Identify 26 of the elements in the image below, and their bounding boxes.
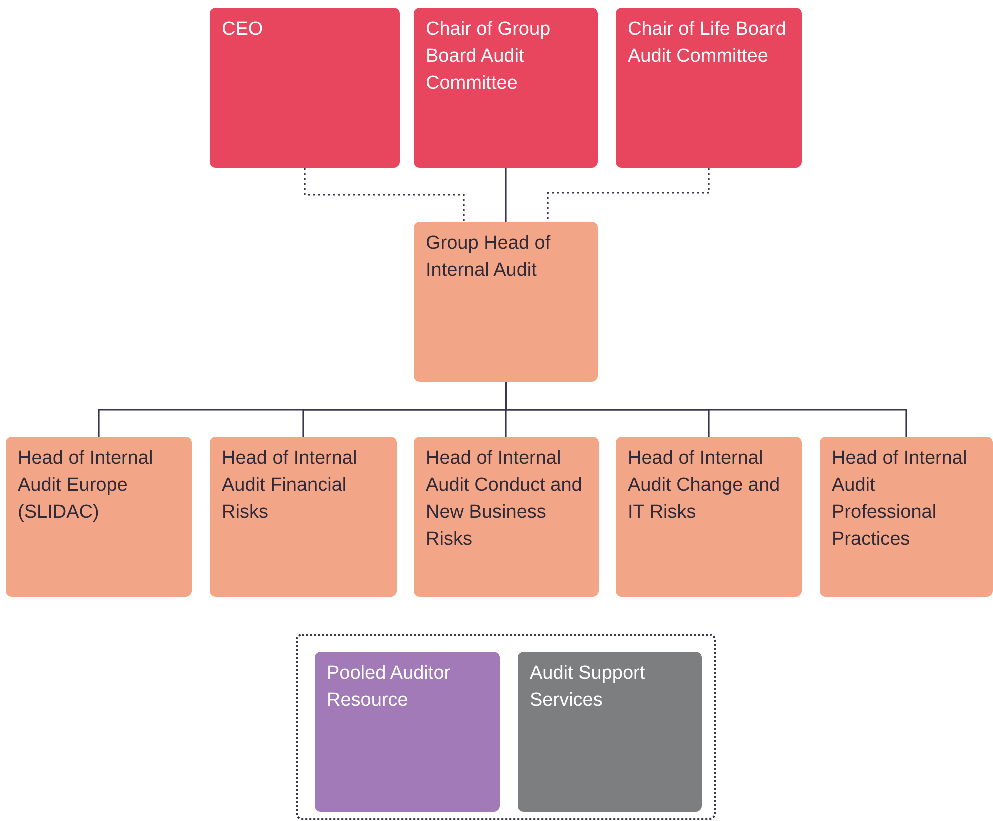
org-box (518, 652, 702, 812)
org-box (414, 222, 598, 382)
box-title: Pooled Auditor Resource (327, 662, 452, 713)
org-box (820, 437, 993, 597)
dotted-group-frame (296, 634, 716, 820)
org-box (210, 437, 397, 597)
box-title: Chair of Group Board Audit Committee (426, 18, 552, 96)
box-title: Group Head of Internal Audit (426, 232, 552, 283)
org-box (210, 8, 400, 168)
box-title: Head of Internal Audit Financial Risks (222, 447, 358, 525)
dotted-connector (304, 168, 465, 222)
box-title: Head of Internal Audit Professional Practices (832, 447, 968, 552)
org-box (616, 8, 802, 168)
org-box (6, 437, 192, 597)
box-title: Head of Internal Audit Change and IT Risks (628, 447, 782, 525)
box-title: Chair of Life Board Audit Committee (628, 18, 788, 69)
box-title: Head of Internal Audit Conduct and New Business Risks (426, 447, 584, 552)
org-box (315, 652, 500, 812)
org-box (414, 437, 599, 597)
box-title: Head of Internal Audit Europe (SLIDAC) (18, 447, 154, 525)
dotted-connector (547, 168, 710, 222)
box-title: Audit Support Services (530, 662, 646, 713)
org-box (414, 8, 598, 168)
org-box (616, 437, 802, 597)
box-title: CEO (222, 18, 264, 42)
connector-line (505, 168, 507, 222)
